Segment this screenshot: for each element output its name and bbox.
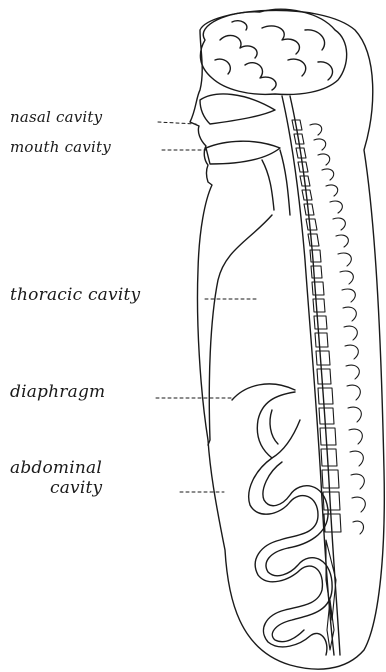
diaphragm-line <box>232 384 295 400</box>
label-nasal-cavity: nasal cavity <box>10 108 102 126</box>
label-diaphragm: diaphragm <box>10 382 105 402</box>
stomach <box>257 392 300 458</box>
brain <box>200 9 346 94</box>
label-thoracic-cavity: thoracic cavity <box>10 285 140 305</box>
nasal-cavity-outline <box>200 94 275 124</box>
label-mouth-cavity: mouth cavity <box>10 138 111 156</box>
inner-cavity-wall <box>208 215 272 445</box>
mouth-cavity-outline <box>206 141 280 164</box>
label-abdominal-line2: cavity <box>50 478 102 498</box>
body-outline <box>190 10 384 669</box>
label-abdominal-line1: abdominal <box>10 458 102 478</box>
